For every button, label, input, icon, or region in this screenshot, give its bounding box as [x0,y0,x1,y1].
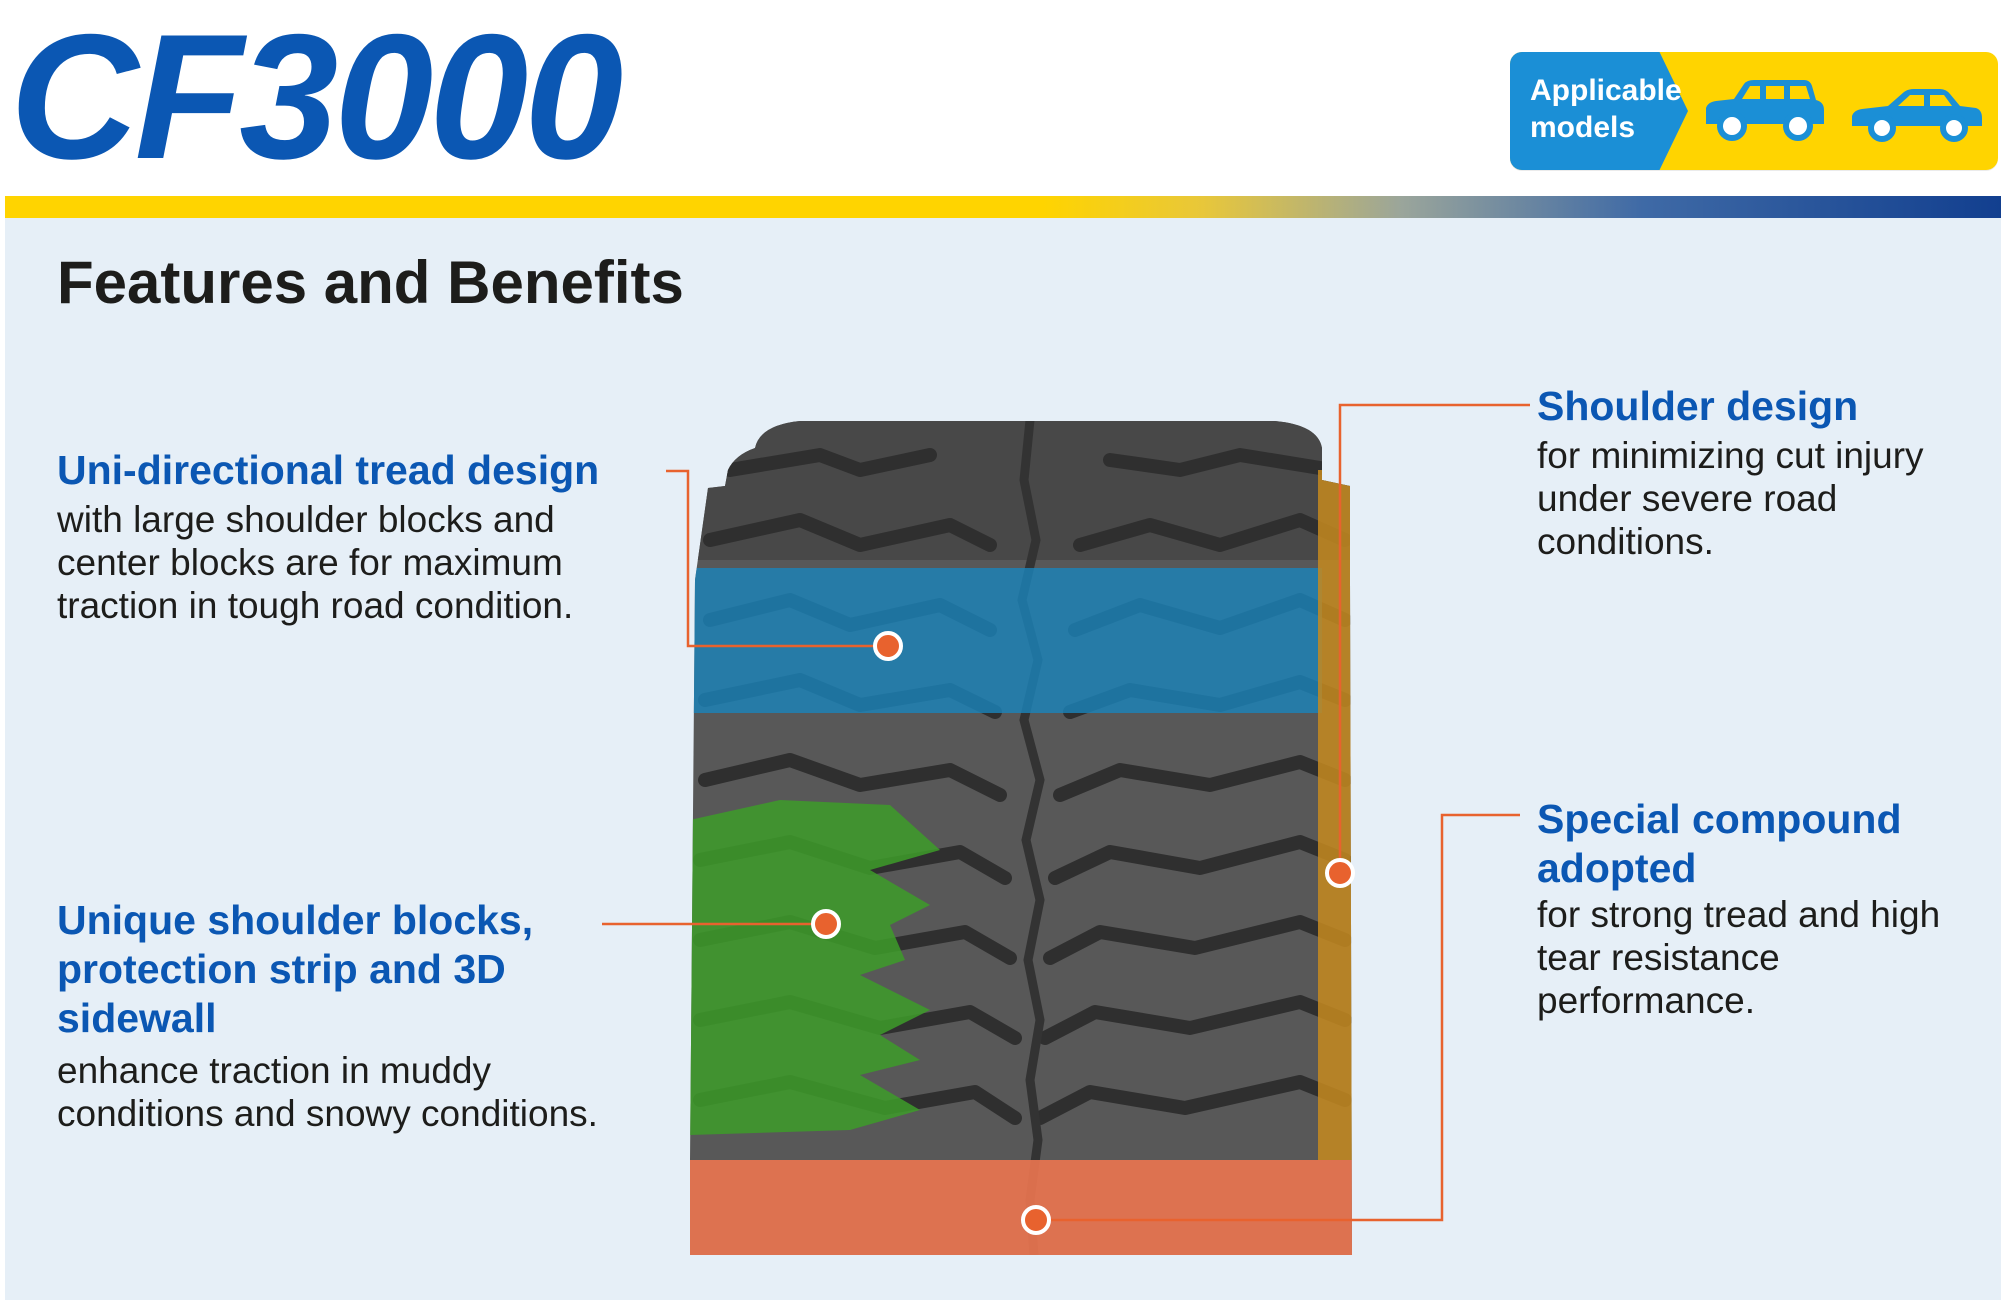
header: CF3000 Applicable models [0,0,2014,196]
callout-markers [811,631,1355,1235]
applicable-models-label: Applicable models [1530,74,1682,144]
feature-title-shoulder-design: Shoulder design [1537,383,1859,429]
applicable-models-badge: Applicable models [1510,52,1998,170]
shoulder-design-highlight [1318,470,1352,1160]
shoulder-blocks-highlight [690,800,940,1135]
suv-icon [1706,80,1824,141]
feature-title-unique-shoulder-blocks: Unique shoulder blocks, protection strip… [57,897,534,1041]
section-title: Features and Benefits [57,249,684,316]
feature-desc-shoulder-design: for minimizing cut injury under severe r… [1537,435,1924,562]
special-compound-highlight [690,1160,1352,1255]
product-title: CF3000 [10,0,623,196]
header-stripe [5,196,2001,218]
tire-body [690,421,1352,1255]
tread-design-highlight [690,568,1322,713]
feature-title-special-compound: Special compound adopted [1537,796,1902,891]
feature-desc-uni-directional: with large shoulder blocks and center bl… [57,499,574,626]
sedan-icon [1852,89,1982,142]
feature-title-uni-directional: Uni-directional tread design [57,447,600,493]
feature-desc-special-compound: for strong tread and high tear resistanc… [1537,894,1941,1021]
feature-desc-unique-shoulder-blocks: enhance traction in muddy conditions and… [57,1050,598,1134]
badge-label-area [1510,52,1688,170]
callout-lines [602,403,1530,1222]
